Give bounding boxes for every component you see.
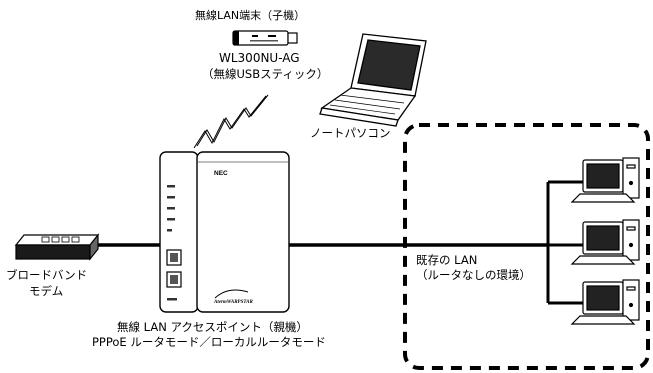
laptop-icon — [319, 33, 427, 127]
router-brand: NEC — [214, 170, 228, 177]
router-icon — [159, 151, 290, 313]
desktop-pc-icon — [570, 157, 640, 203]
usb-adapter-label: 無線LAN端末（子機） — [195, 9, 306, 22]
modem-label-line1: ブロードバンド — [6, 268, 88, 282]
existing-lan-label-line2: （ルータなしの環境） — [416, 268, 531, 282]
lan-branch — [546, 180, 583, 305]
usb-adapter-model: WL300NU-AG — [219, 51, 300, 65]
router-logo: AtermWARPSTAR — [213, 300, 253, 305]
laptop-label: ノートパソコン — [310, 126, 391, 140]
usb-stick-icon — [232, 30, 298, 46]
router-caption-line1: 無線 LAN アクセスポイント（親機） — [117, 320, 308, 334]
desktop-pc-icon — [570, 279, 640, 325]
existing-lan-label-line1: 既存の LAN — [416, 253, 478, 267]
modem-icon — [14, 233, 100, 261]
usb-adapter-note: （無線USBスティック） — [202, 67, 329, 81]
modem-label-line2: モデム — [29, 284, 64, 298]
existing-lan-area — [403, 123, 650, 370]
desktop-pc-icon — [570, 219, 640, 265]
router-caption-line2: PPPoE ルータモード／ローカルルータモード — [92, 335, 326, 349]
wireless-signal-icon — [196, 94, 269, 147]
